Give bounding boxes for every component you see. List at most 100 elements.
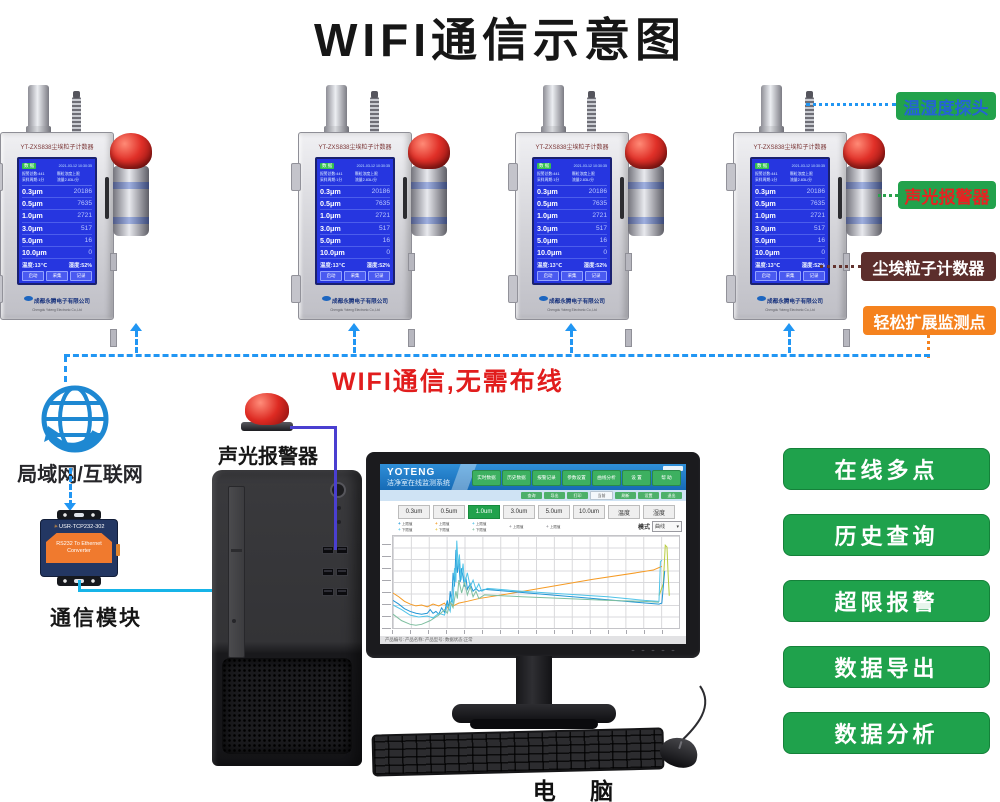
alarm-red-dome	[110, 133, 152, 169]
screen-timestamp: 2021-03-12 10:30:35	[791, 164, 825, 168]
tab-湿度[interactable]: 湿度	[643, 505, 675, 519]
monitor-buttons[interactable]	[628, 648, 678, 653]
subtoolbar-button[interactable]: 当前	[590, 491, 613, 500]
callout-particle-counter: 尘埃粒子计数器	[861, 252, 996, 281]
device-body: YT-ZXS838尘埃粒子计数器 数 据 2021-03-12 10:30:35…	[515, 132, 632, 347]
subtoolbar-button[interactable]: 设置	[638, 492, 659, 499]
screen-sample-button[interactable]: 采集	[46, 271, 68, 281]
alarm-red-dome	[245, 393, 289, 425]
particle-counter-device: YT-ZXS838尘埃粒子计数器 数 据 2021-03-12 10:30:35…	[0, 85, 170, 350]
feature-button[interactable]: 历史查询	[783, 514, 990, 556]
info-sample-period: 采样周期:1分	[537, 178, 560, 182]
info-alarm-total: 报警总数:441	[320, 172, 343, 176]
screen-start-button[interactable]: 启动	[755, 271, 777, 281]
mounting-ear	[291, 163, 301, 191]
software-subtoolbar: 查询导出打印当前刷新设置退出	[380, 490, 686, 501]
brand-logo	[539, 296, 549, 302]
legend-column: +上限值+下限值	[398, 520, 435, 533]
window-controls[interactable]	[663, 466, 683, 471]
screen-buttons: 启动 采集 记录	[22, 271, 92, 281]
legend-entry: +下限值	[398, 526, 413, 532]
tab-0.3um[interactable]: 0.3um	[398, 505, 430, 519]
toolbar-button[interactable]: 曲线分析	[592, 470, 621, 486]
screen-start-button[interactable]: 启动	[537, 271, 559, 281]
tab-3.0um[interactable]: 3.0um	[503, 505, 535, 519]
info-flow: 流量2.83L/分	[572, 178, 594, 182]
usb-port	[336, 568, 348, 576]
legend-column: +上限值	[546, 520, 583, 533]
chart-legend: +上限值+下限值+上限值+下限值+上限值+下限值+上限值+上限值	[398, 520, 682, 533]
alarm-base	[241, 422, 293, 431]
device-model-label: YT-ZXS838尘埃粒子计数器	[318, 145, 392, 151]
tab-5.0um[interactable]: 5.0um	[538, 505, 570, 519]
legend-marker-icon: +	[398, 526, 401, 532]
screen-sample-button[interactable]: 采集	[561, 271, 583, 281]
humidity-value: 湿度:52%	[583, 263, 607, 269]
screen-record-button[interactable]: 记录	[368, 271, 390, 281]
network-link-line	[64, 356, 67, 382]
subtoolbar-button[interactable]: 刷新	[615, 492, 636, 499]
tab-0.5um[interactable]: 0.5um	[433, 505, 465, 519]
brand-logo	[757, 296, 767, 302]
humidity-value: 湿度:52%	[68, 263, 92, 269]
subtoolbar-button[interactable]: 导出	[544, 492, 565, 499]
power-button[interactable]	[330, 482, 346, 498]
feature-button[interactable]: 超限报警	[783, 580, 990, 622]
tab-温度[interactable]: 温度	[608, 505, 640, 519]
particle-counter-device: YT-ZXS838尘埃粒子计数器 数 据 2021-03-12 10:30:35…	[508, 85, 685, 350]
y-axis-ticks	[382, 535, 391, 629]
screen-sample-button[interactable]: 采集	[344, 271, 366, 281]
temp-humidity-probe	[370, 91, 379, 135]
toolbar-button[interactable]: 历史数据	[502, 470, 531, 486]
legend-marker-icon: +	[546, 523, 549, 529]
wifi-caption: WIFI通信,无需布线	[332, 368, 564, 396]
mode-label: 模式	[637, 525, 650, 531]
subtoolbar-button[interactable]: 打印	[567, 492, 588, 499]
module-connector	[116, 544, 120, 556]
device-slot-3: YT-ZXS838尘埃粒子计数器 数 据 2021-03-12 10:30:35…	[726, 85, 903, 350]
temperature-value: 温度:13℃	[320, 263, 346, 269]
feature-button[interactable]: 数据分析	[783, 712, 990, 754]
mode-dropdown[interactable]: 曲线▾	[652, 521, 682, 532]
particle-counter-device: YT-ZXS838尘埃粒子计数器 数 据 2021-03-12 10:30:35…	[726, 85, 903, 350]
toolbar-button[interactable]: 实时数据	[472, 470, 501, 486]
info-conc-limit: 颗粒浓度上限	[790, 172, 813, 176]
desktop-alarm-beacon	[241, 393, 293, 437]
toolbar-button[interactable]: 设 置	[622, 470, 651, 486]
serial-wire	[78, 580, 81, 592]
screen-sample-button[interactable]: 采集	[779, 271, 801, 281]
legend-column: +上限值+下限值	[472, 520, 509, 533]
feature-button[interactable]: 在线多点	[783, 448, 990, 490]
comm-module-label: 通信模块	[50, 607, 142, 630]
screen-buttons: 启动 采集 记录	[320, 271, 390, 281]
toolbar-button[interactable]: 参数设置	[562, 470, 591, 486]
screen-record-button[interactable]: 记录	[803, 271, 825, 281]
device-body: YT-ZXS838尘埃粒子计数器 数 据 2021-03-12 10:30:35…	[0, 132, 117, 347]
legend-entry: +上限值	[472, 520, 487, 526]
screen-header-tag: 数 据	[755, 163, 770, 169]
keyboard[interactable]	[371, 727, 665, 777]
tab-1.0um[interactable]: 1.0um	[468, 505, 500, 519]
mounting-tab	[408, 253, 415, 271]
alarm-red-dome	[408, 133, 450, 169]
screen-start-button[interactable]: 启动	[22, 271, 44, 281]
toolbar-button[interactable]: 报警记录	[532, 470, 561, 486]
subtoolbar-button[interactable]: 退出	[661, 492, 682, 499]
alarm-bracket	[620, 177, 624, 219]
toolbar-button[interactable]: 帮 助	[652, 470, 681, 486]
feature-button[interactable]: 数据导出	[783, 646, 990, 688]
screen-header: 数 据 2021-03-12 10:30:35	[22, 161, 92, 171]
software-brand: YOTENG	[387, 467, 436, 478]
subtoolbar-button[interactable]: 查询	[521, 492, 542, 499]
screen-record-button[interactable]: 记录	[70, 271, 92, 281]
info-sample-period: 采样周期:1分	[320, 178, 343, 182]
tab-10.0um[interactable]: 10.0um	[573, 505, 605, 519]
screen-record-button[interactable]: 记录	[585, 271, 607, 281]
screen-start-button[interactable]: 启动	[320, 271, 342, 281]
